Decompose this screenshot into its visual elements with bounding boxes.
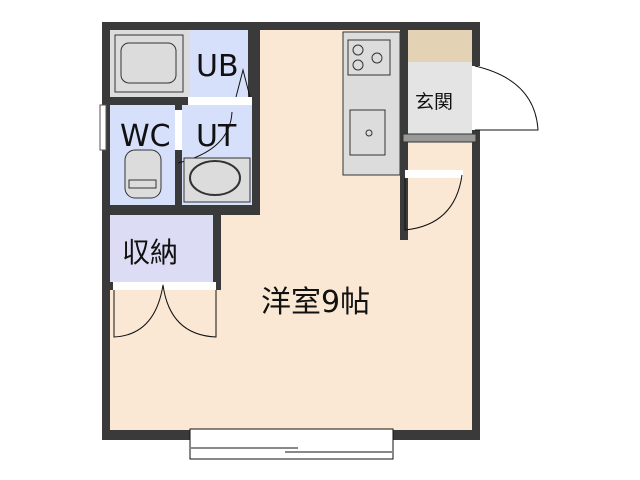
bath-door-opening xyxy=(188,97,252,105)
wc-window[interactable] xyxy=(99,104,107,151)
bathtub-area xyxy=(110,30,190,97)
sink-icon xyxy=(349,109,386,156)
kitchen-counter xyxy=(342,31,401,176)
inner-door-opening xyxy=(405,170,463,178)
inner-door-swing[interactable] xyxy=(404,174,463,231)
label-utility: UT xyxy=(196,119,237,154)
balcony-window[interactable] xyxy=(189,428,394,460)
storage-room xyxy=(110,215,213,282)
front-door-swing[interactable] xyxy=(474,65,539,131)
toilet-tank xyxy=(128,179,157,189)
label-toilet: WC xyxy=(120,119,171,154)
label-storage: 収納 xyxy=(122,236,178,269)
bathtub-icon xyxy=(114,34,184,93)
washbasin-bowl xyxy=(189,160,241,196)
storage-door-swing[interactable] xyxy=(113,284,217,338)
bathtub-basin xyxy=(120,42,177,84)
storage-door-opening xyxy=(113,282,216,290)
label-main-room: 洋室9帖 xyxy=(261,285,370,320)
label-unit-bath: UB xyxy=(196,49,239,84)
toilet-icon xyxy=(124,149,162,199)
label-entrance: 玄関 xyxy=(415,91,453,113)
entrance-step xyxy=(402,133,477,143)
shoe-box xyxy=(408,30,472,62)
bath-door-icon xyxy=(235,68,251,98)
front-door-opening xyxy=(472,66,482,130)
unit-bath-room xyxy=(190,30,248,97)
entrance-wall xyxy=(400,22,408,240)
toilet-door-opening xyxy=(175,110,182,150)
entrance-floor xyxy=(408,62,472,134)
stove-icon xyxy=(347,39,391,76)
